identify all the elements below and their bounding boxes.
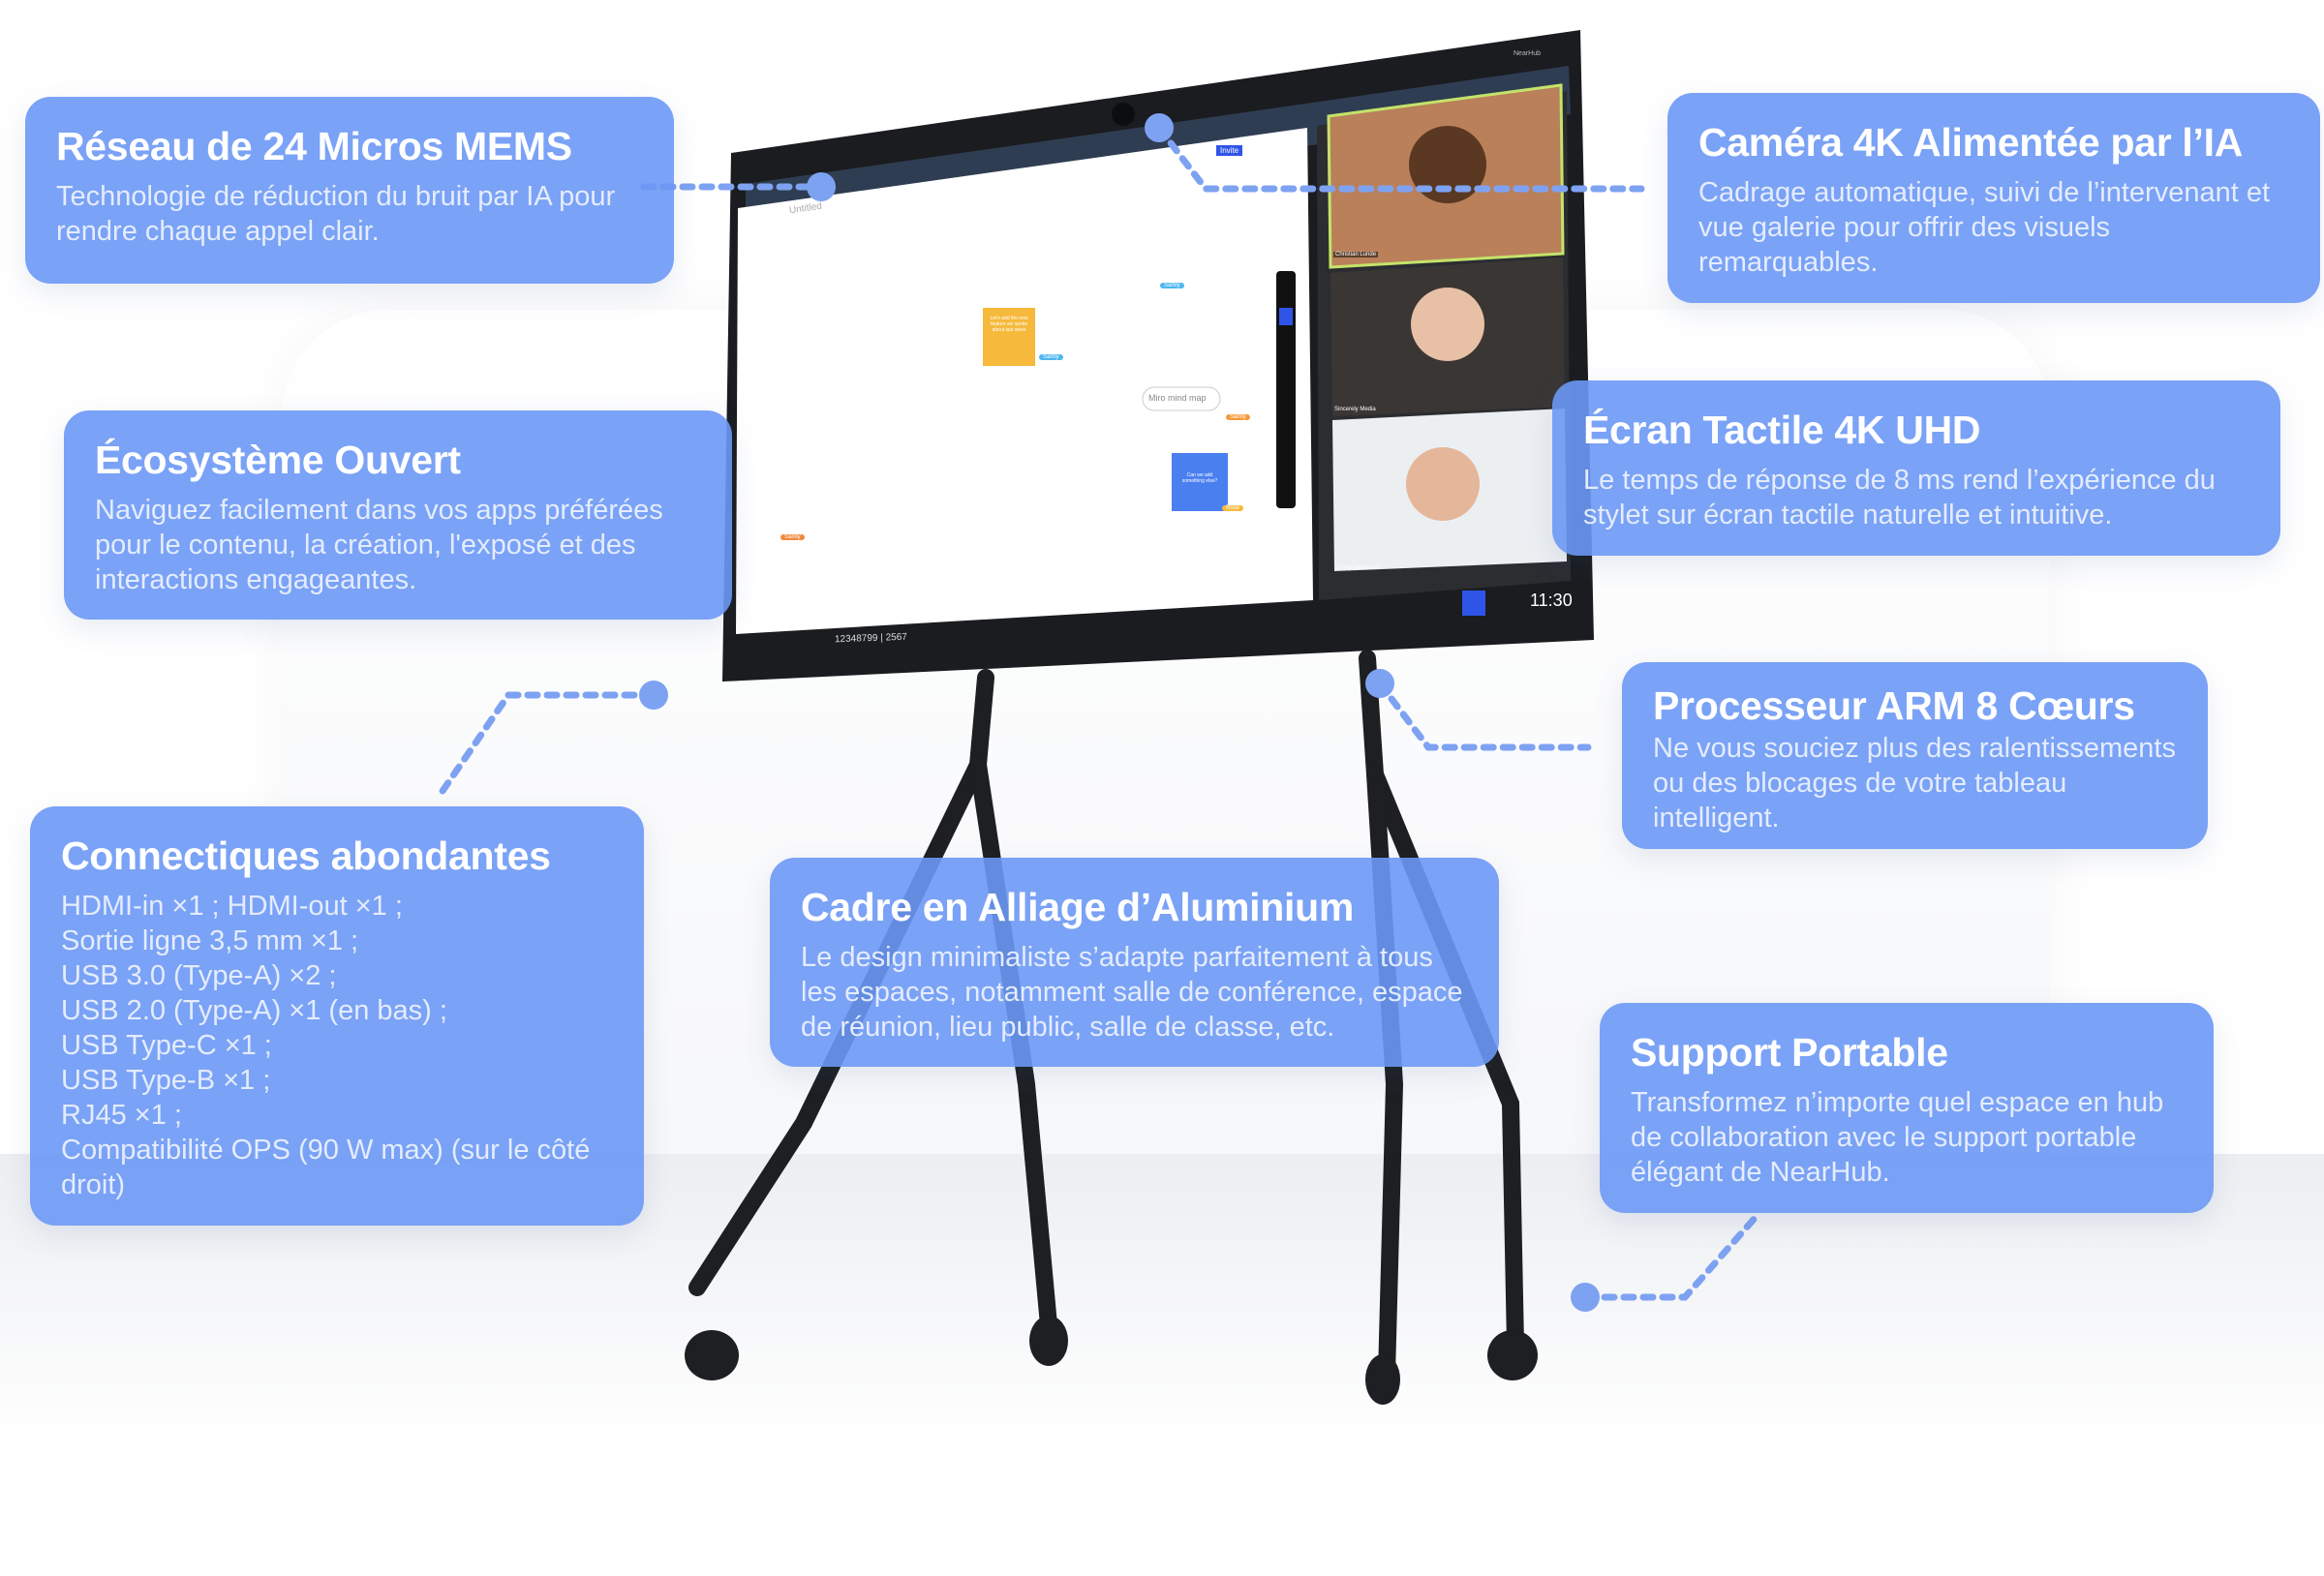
feature-card-support: Support Portable Transformez n’importe q…: [1600, 1003, 2214, 1213]
pen-button: [1462, 591, 1485, 616]
feature-title: Processeur ARM 8 Cœurs: [1653, 683, 2135, 728]
clock: 11:30: [1530, 591, 1573, 610]
feature-card-micros: Réseau de 24 Micros MEMS Technologie de …: [25, 97, 674, 284]
feature-card-connectiques: Connectiques abondantes HDMI-in ×1 ; HDM…: [30, 806, 644, 1226]
feature-body: Technologie de réduction du bruit par IA…: [56, 181, 616, 247]
connectors: [437, 124, 1761, 1301]
feature-title: Support Portable: [1631, 1030, 1948, 1075]
connector-dots: [639, 113, 1600, 1312]
port-item: Compatibilité OPS (90 W max) (sur le côt…: [61, 1135, 591, 1200]
feature-body: Cadrage automatique, suivi de l’interven…: [1698, 177, 2271, 278]
invite-button[interactable]: Invite: [1216, 145, 1243, 156]
port-item: Sortie ligne 3,5 mm ×1 ;: [61, 925, 359, 956]
camera-icon: [1112, 103, 1135, 126]
feature-title: Écran Tactile 4K UHD: [1583, 408, 1981, 452]
feature-body: Le temps de réponse de 8 ms rend l’expér…: [1583, 465, 2216, 530]
cursor-label: Samly: [1160, 283, 1184, 288]
feature-card-camera: Caméra 4K Alimentée par l’IA Cadrage aut…: [1667, 93, 2320, 303]
feature-card-cadre: Cadre en Alliage d’Aluminium Le design m…: [770, 858, 1499, 1067]
feature-body: Ne vous souciez plus des ralentissements…: [1653, 733, 2176, 833]
participant-name: Cheryl Berenson: [1336, 565, 1380, 571]
sticky-note: [1172, 453, 1228, 511]
whiteboard-screen: [736, 128, 1313, 634]
feature-body: Transformez n’importe quel espace en hub…: [1631, 1087, 2164, 1188]
cursor-label: Rose: [1222, 505, 1244, 511]
feature-card-ecosysteme: Écosystème Ouvert Naviguez facilement da…: [64, 410, 732, 620]
feature-card-processeur: Processeur ARM 8 Cœurs Ne vous souciez p…: [1622, 662, 2208, 849]
port-item: USB Type-C ×1 ;: [61, 1030, 272, 1061]
participant-name: Sincerely Media: [1334, 407, 1376, 412]
feature-card-ecran: Écran Tactile 4K UHD Le temps de réponse…: [1552, 380, 2280, 556]
cursor-label: Samly: [1039, 354, 1063, 360]
sticky-yellow-text: Let's add the new feature we spoke about…: [990, 316, 1028, 333]
feature-title: Réseau de 24 Micros MEMS: [56, 124, 572, 168]
port-item: USB 2.0 (Type-A) ×1 (en bas) ;: [61, 995, 447, 1026]
toolbar: [1276, 271, 1296, 508]
mind-map-node: [1142, 386, 1221, 411]
port-item: USB Type-B ×1 ;: [61, 1065, 271, 1096]
port-item: USB 3.0 (Type-A) ×2 ;: [61, 960, 337, 991]
port-item: HDMI-in ×1 ; HDMI-out ×1 ;: [61, 891, 403, 922]
feature-body: Le design minimaliste s’adapte parfaitem…: [801, 942, 1463, 1043]
wheels: [685, 1316, 1538, 1405]
cursor-label: Samly: [780, 534, 805, 540]
feature-title: Caméra 4K Alimentée par l’IA: [1698, 120, 2244, 165]
cursor-label: Samly: [1226, 414, 1250, 420]
participant-name: Christian Lunde: [1333, 252, 1379, 258]
brand-label: NearHub: [1514, 50, 1542, 57]
feature-title: Cadre en Alliage d’Aluminium: [801, 885, 1355, 929]
feature-body: Naviguez facilement dans vos apps préfér…: [95, 495, 663, 595]
sticky-blue-text: Can we add something else?: [1181, 472, 1218, 484]
feature-title: Connectiques abondantes: [61, 833, 551, 878]
sticky-note: [983, 308, 1035, 366]
port-item: RJ45 ×1 ;: [61, 1100, 182, 1131]
mind-map-node-label: Miro mind map: [1148, 393, 1207, 403]
feature-title: Écosystème Ouvert: [95, 438, 461, 482]
